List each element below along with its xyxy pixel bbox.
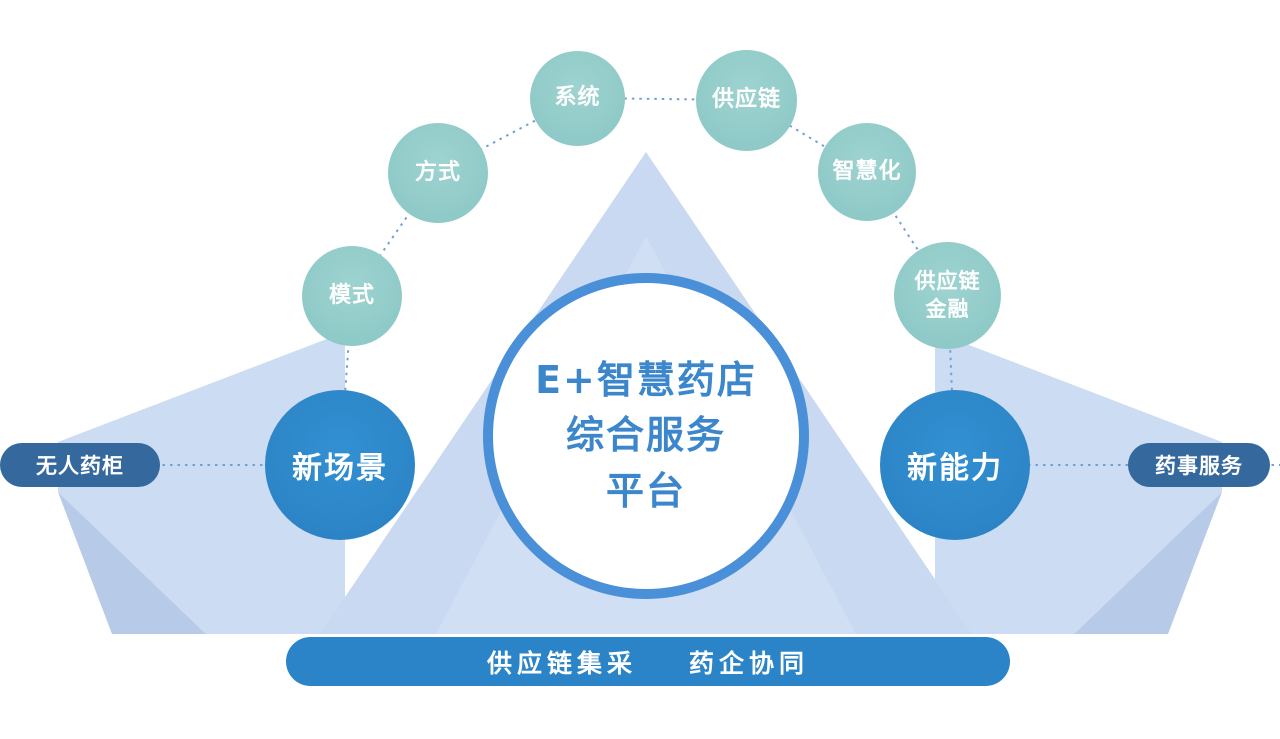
background-right-wing-shape bbox=[935, 332, 1222, 634]
satellite-supply-chain-circle: 供应链 bbox=[696, 50, 797, 151]
pill-pharmaceutical-service: 药事服务 bbox=[1128, 443, 1270, 487]
satellite-method-circle: 方式 bbox=[388, 123, 488, 223]
satellite-system-circle: 系统 bbox=[530, 51, 625, 146]
background-left-fold-shape bbox=[58, 492, 206, 634]
node-new-capability-circle: 新能力 bbox=[880, 390, 1030, 540]
node-new-scenario-circle: 新场景 bbox=[265, 390, 415, 540]
satellite-mode-circle: 模式 bbox=[302, 246, 402, 346]
background-right-fold-shape bbox=[1074, 492, 1222, 634]
center-title-line2: 综合服务 bbox=[565, 413, 726, 458]
background-left-wing-shape bbox=[58, 332, 345, 634]
center-title-line1: E+智慧药店 bbox=[535, 358, 757, 403]
pill-unmanned-medicine-cabinet: 无人药柜 bbox=[0, 443, 160, 487]
bottom-bar: 供应链集采 药企协同 bbox=[286, 637, 1010, 686]
pill-pharmaceutical-service-label: 药事服务 bbox=[1155, 454, 1243, 478]
satellite-supply-chain-finance-circle: 供应链 金融 bbox=[894, 242, 1001, 349]
center-title-line3: 平台 bbox=[605, 468, 686, 513]
bottom-bar-item-supply-chain-procurement: 供应链集采 bbox=[486, 648, 637, 678]
dotted-arc-connector bbox=[339, 96, 956, 466]
pill-unmanned-medicine-cabinet-label: 无人药柜 bbox=[36, 454, 124, 478]
center-platform-circle: E+智慧药店 综合服务 平台 bbox=[483, 273, 809, 599]
bottom-bar-item-pharma-collaboration: 药企协同 bbox=[689, 648, 810, 678]
satellite-smartization-circle: 智慧化 bbox=[818, 123, 916, 221]
